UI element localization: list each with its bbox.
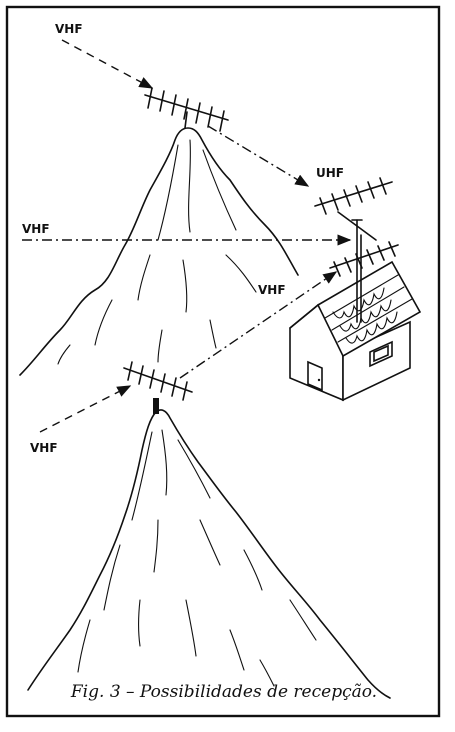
label-vhf-house: VHF bbox=[258, 283, 286, 297]
mountain-bottom bbox=[27, 409, 391, 699]
antenna-mountain-bottom bbox=[123, 361, 193, 414]
label-vhf-top-left: VHF bbox=[55, 22, 83, 36]
label-vhf-middle-left: VHF bbox=[22, 222, 50, 236]
antenna-house-uhf bbox=[314, 177, 393, 241]
antenna-mountain-top bbox=[144, 87, 229, 132]
house bbox=[289, 219, 422, 402]
figure-border bbox=[5, 5, 441, 718]
antenna-house-vhf bbox=[329, 241, 399, 277]
label-vhf-bottom-left: VHF bbox=[30, 441, 58, 455]
mountain-top bbox=[19, 127, 299, 376]
label-uhf: UHF bbox=[316, 166, 344, 180]
signal-paths bbox=[22, 39, 352, 433]
figure-caption: Fig. 3 – Possibilidades de recepção. bbox=[70, 682, 377, 702]
